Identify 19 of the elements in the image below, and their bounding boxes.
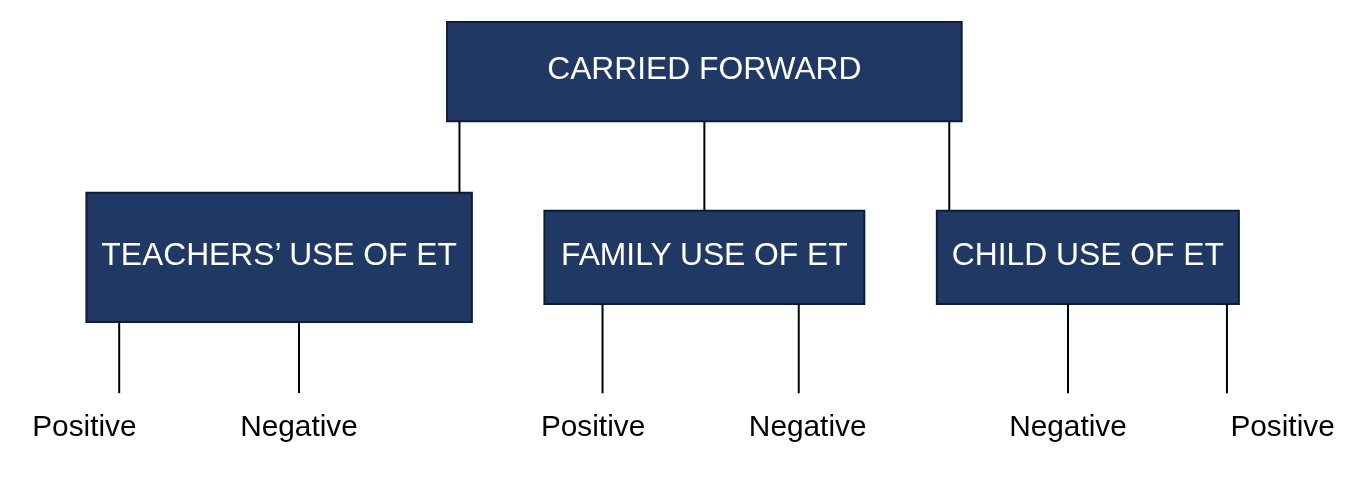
node-text: Positive — [32, 408, 137, 442]
node-text: Positive — [1230, 408, 1335, 442]
node-text: Negative — [1009, 408, 1127, 442]
connector — [1067, 302, 1069, 394]
node-text: Negative — [748, 408, 867, 442]
node-box: CHILD USE OF ET — [935, 209, 1240, 305]
connector — [703, 119, 706, 212]
connector — [118, 320, 121, 394]
node-text: Positive — [540, 408, 646, 442]
node-box: CARRIED FORWARD — [446, 20, 963, 122]
connector — [601, 302, 604, 394]
node-box: TEACHERS’ USE OF ET — [85, 191, 473, 323]
connector — [458, 119, 461, 194]
connector — [1225, 302, 1228, 394]
node-text: Negative — [240, 408, 358, 442]
connector — [797, 302, 800, 394]
connector — [948, 119, 951, 212]
connector — [298, 320, 300, 394]
node-box: FAMILY USE OF ET — [543, 209, 866, 305]
